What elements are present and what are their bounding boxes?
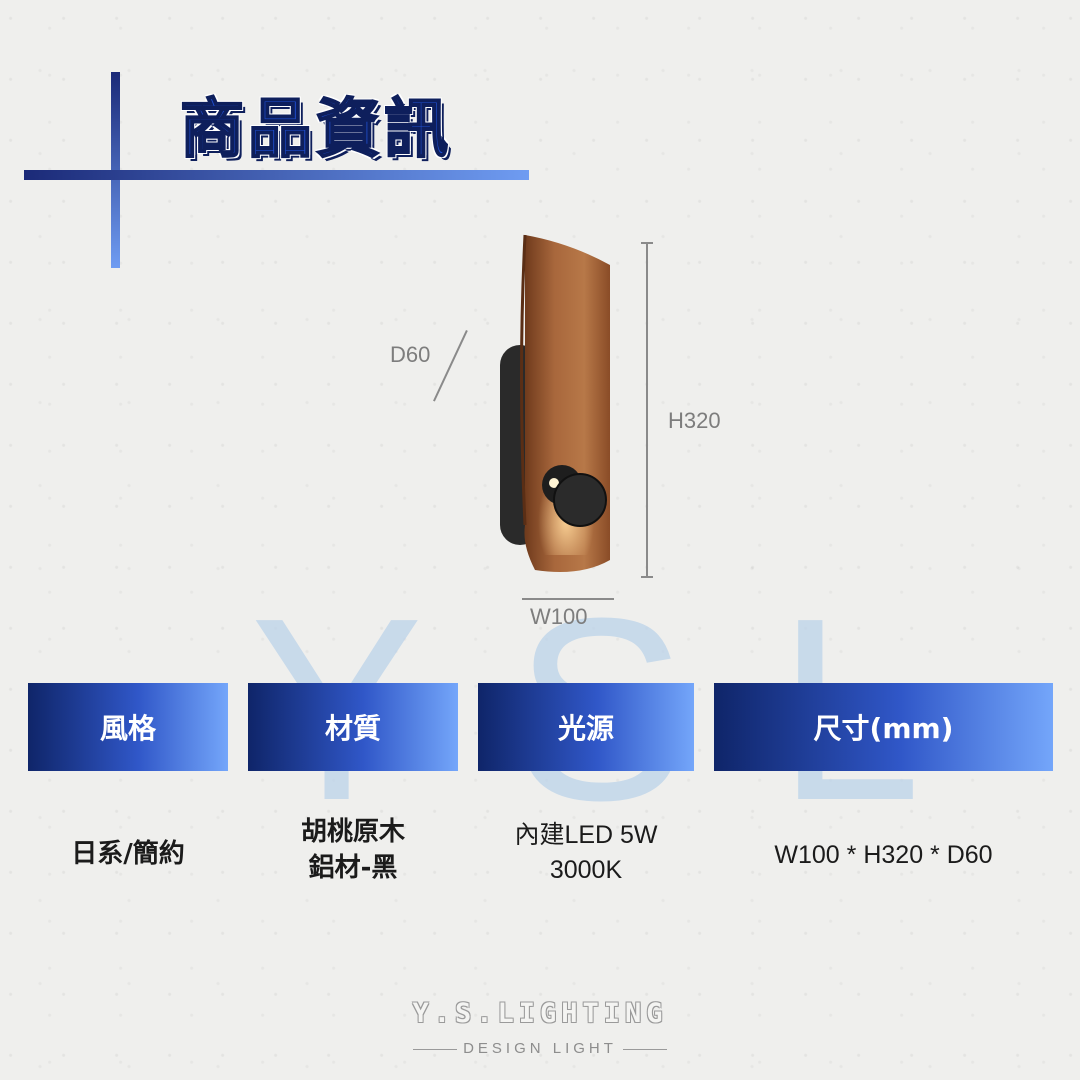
height-dim-cap-bottom bbox=[641, 576, 653, 578]
brand-tagline: DESIGN LIGHT bbox=[0, 1040, 1080, 1057]
spec-value-light: 內建LED 5W 3000K bbox=[478, 818, 694, 888]
spec-value-style: 日系/簡約 bbox=[71, 839, 185, 869]
spec-value-light-line: 內建LED 5W bbox=[514, 821, 658, 849]
width-dim-line bbox=[522, 598, 614, 600]
tagline-text: DESIGN LIGHT bbox=[463, 1040, 617, 1057]
spec-value-material-line: 鋁材-黑 bbox=[308, 853, 398, 884]
spec-value-size: W100 * H320 * D60 bbox=[774, 841, 993, 869]
depth-label: D60 bbox=[390, 342, 431, 367]
tagline-rule-left bbox=[413, 1048, 458, 1050]
spec-value-material-line: 胡桃原木 bbox=[300, 817, 405, 847]
tagline-rule-right bbox=[622, 1048, 667, 1050]
height-dim-line bbox=[646, 242, 648, 578]
brand-logo: Y.S.LIGHTING bbox=[412, 998, 668, 1029]
header-horizontal-rule bbox=[24, 170, 529, 180]
page-title: 商品資訊 bbox=[179, 92, 452, 168]
spec-header-size: 尺寸(mm) bbox=[714, 683, 1053, 771]
spec-value-light-line: 3000K bbox=[549, 856, 623, 884]
spec-header-style: 風格 bbox=[28, 683, 228, 771]
spec-header-light: 光源 bbox=[478, 683, 694, 771]
height-dim-cap-top bbox=[641, 242, 653, 244]
product-image bbox=[500, 234, 610, 573]
spec-value-material: 胡桃原木 鋁材-黑 bbox=[248, 814, 458, 887]
spec-header-material: 材質 bbox=[248, 683, 458, 771]
depth-dim-line bbox=[433, 330, 468, 402]
width-label: W100 bbox=[530, 604, 588, 629]
knob bbox=[553, 473, 607, 527]
height-label: H320 bbox=[668, 408, 721, 433]
